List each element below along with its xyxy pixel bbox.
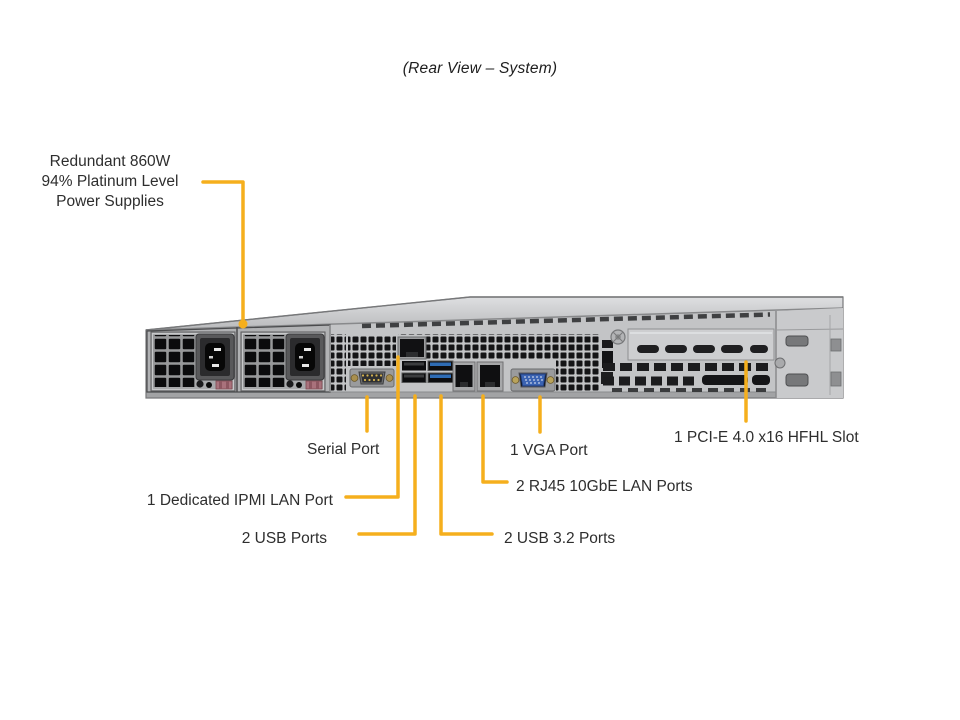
label-ipmi-lan-port: 1 Dedicated IPMI LAN Port xyxy=(146,492,333,509)
ipmi-lan-port xyxy=(397,336,427,360)
label-power-supplies-line3: Power Supplies xyxy=(56,193,164,210)
diagram-title: (Rear View – System) xyxy=(402,60,558,77)
label-usb32-ports: 2 USB 3.2 Ports xyxy=(504,530,616,547)
label-serial-port: Serial Port xyxy=(307,441,380,458)
lower-vent-slots xyxy=(603,363,770,392)
label-power-supplies: Redundant 860W 94% Platinum Level Power … xyxy=(15,152,205,212)
psu-module-2 xyxy=(240,331,326,392)
pcie-slot xyxy=(627,328,775,361)
callout-ipmi xyxy=(344,355,400,499)
callout-rj45 xyxy=(481,394,509,484)
callout-psu-endpoint xyxy=(238,319,248,329)
callout-lines xyxy=(201,180,748,536)
label-power-supplies-line1: Redundant 860W xyxy=(49,153,171,170)
power-supply-bay xyxy=(146,324,331,393)
callout-usb xyxy=(357,394,417,536)
thumbscrew-icon xyxy=(610,329,626,345)
usb-ports xyxy=(401,361,427,383)
label-usb-ports: 2 USB Ports xyxy=(241,530,327,547)
vga-port xyxy=(510,368,556,392)
io-vent-grilles xyxy=(331,334,600,391)
label-vga-port: 1 VGA Port xyxy=(510,442,588,459)
label-pcie-slot: 1 PCI-E 4.0 x16 HFHL Slot xyxy=(674,429,859,446)
callout-psu xyxy=(201,180,245,324)
serial-port xyxy=(349,368,395,388)
rj45-lan-ports xyxy=(452,361,504,392)
top-vent-slots xyxy=(361,312,771,329)
label-rj45-lan-ports: 2 RJ45 10GbE LAN Ports xyxy=(516,478,693,495)
label-power-supplies-line2: 94% Platinum Level xyxy=(41,173,179,190)
psu-module-1 xyxy=(150,331,236,392)
rack-ear-right xyxy=(774,308,844,398)
callout-usb32 xyxy=(439,394,494,536)
